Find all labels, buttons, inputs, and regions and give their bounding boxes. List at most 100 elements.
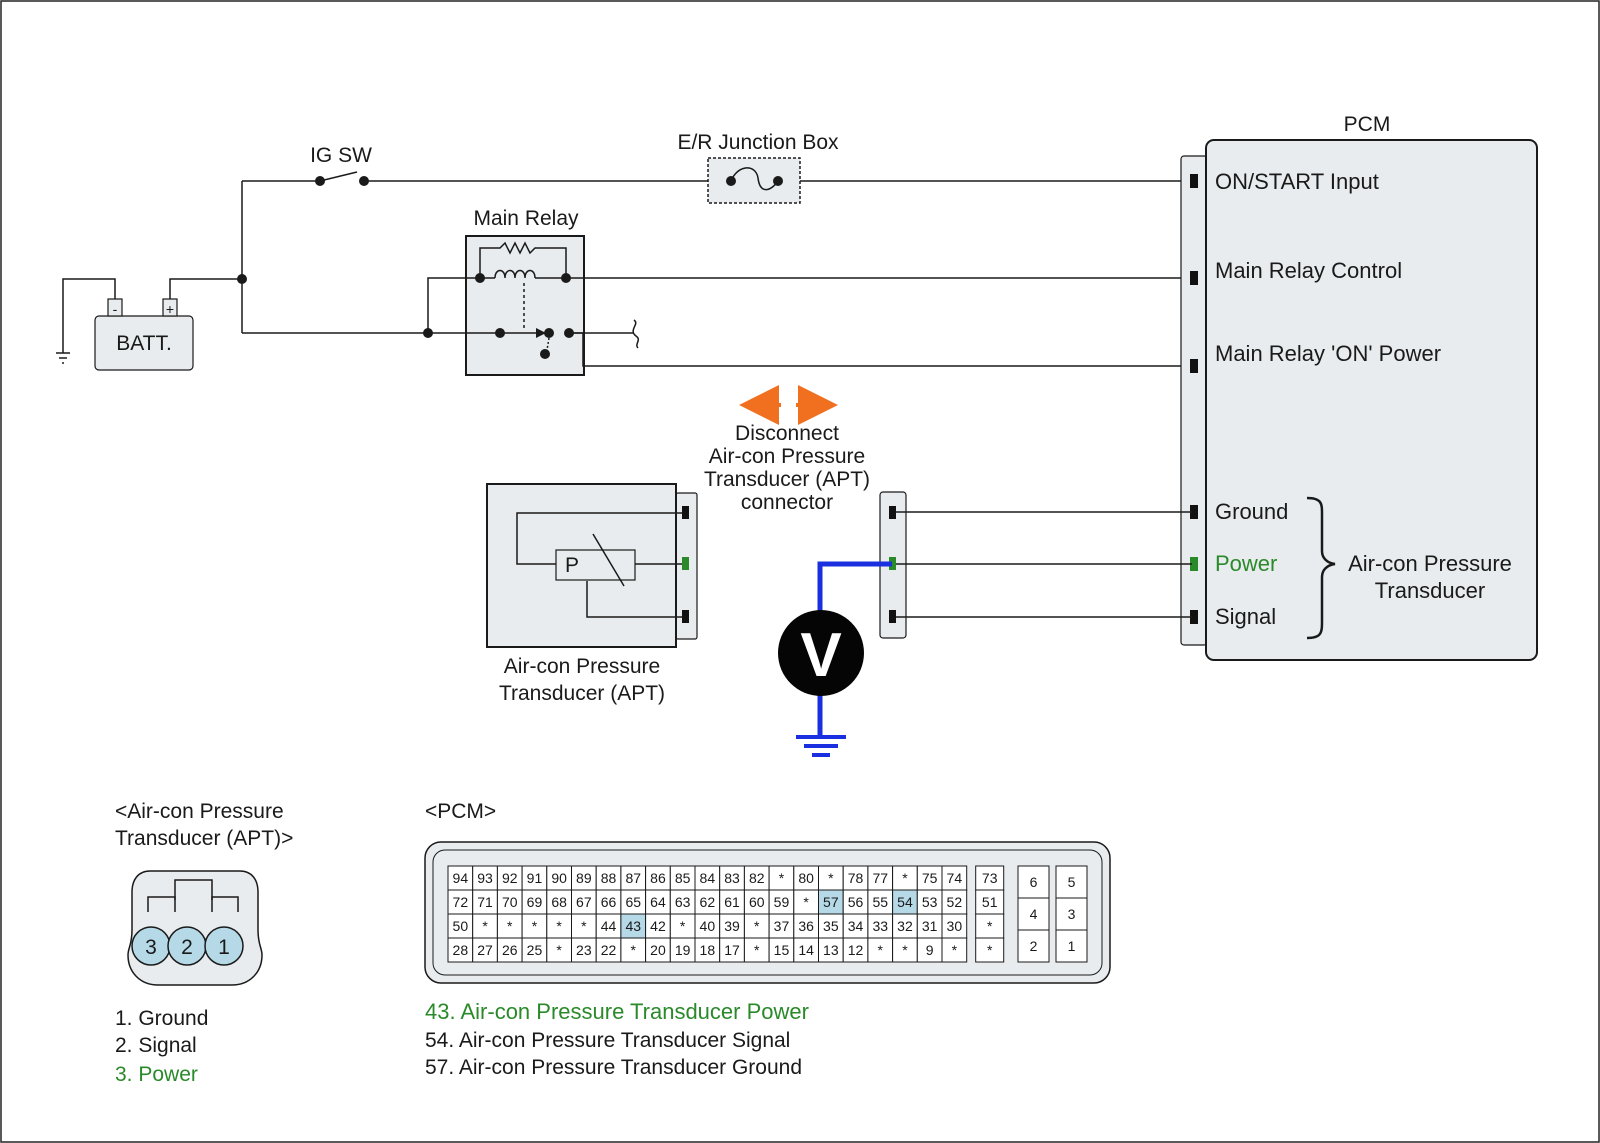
pcm-pin: 72 (453, 894, 469, 910)
junction-box (707, 157, 801, 204)
pcm-pin: 35 (823, 918, 839, 934)
apt-connector-title-line2: Transducer (APT)> (115, 827, 293, 850)
pcm-pin-cell (1017, 865, 1050, 899)
pcm-legend-ground: 57. Air-con Pressure Transducer Ground (425, 1056, 802, 1079)
pcm-pin: 13 (823, 942, 839, 958)
pcm-pin: 31 (922, 918, 938, 934)
disconnect-label-line1: Disconnect (735, 422, 839, 445)
pcm-pin: 93 (477, 870, 493, 886)
pcm-pin-cell (941, 937, 968, 963)
disconnect-label-line2: Air-con Pressure (709, 445, 865, 468)
pcm-pin: * (507, 918, 513, 934)
pcm-pin: 71 (477, 894, 493, 910)
pcm-pin: 55 (872, 894, 888, 910)
pcm-pin: 50 (453, 918, 469, 934)
pcm-pin-cell (793, 913, 819, 939)
pcm-pin: * (556, 942, 562, 958)
pcm-pin: 73 (982, 870, 998, 886)
pcm-pin-cell (595, 889, 622, 915)
pcm-pin: 40 (700, 918, 716, 934)
pcm-pin: 54 (897, 894, 913, 910)
pcm-pin-cell (571, 937, 597, 963)
pcm-pin: 1 (1068, 938, 1076, 954)
pcm-pin-cell (1055, 929, 1088, 963)
pcm-pin-cell (867, 865, 894, 891)
pcm-pin-cell (571, 913, 597, 939)
pcm-legend-signal: 54. Air-con Pressure Transducer Signal (425, 1029, 790, 1052)
pcm-pin-cell (768, 889, 795, 915)
pcm-pin: 28 (453, 942, 469, 958)
pcm-pin: * (581, 918, 587, 934)
pcm-pin: 20 (650, 942, 666, 958)
pcm-pin-cell (1055, 897, 1088, 931)
pcm-pin: 85 (675, 870, 691, 886)
pcm-pin: 36 (798, 918, 814, 934)
pcm-pin: 43 (625, 918, 641, 934)
pcm-pin: 80 (798, 870, 814, 886)
voltmeter-probe-wire (817, 561, 892, 612)
pcm-pin-cell (620, 865, 647, 891)
pcm-pin: 3 (1068, 906, 1076, 922)
pcm-pin: 30 (947, 918, 963, 934)
pcm-pin: 61 (724, 894, 740, 910)
pcm-pin: 4 (1030, 906, 1038, 922)
pcm-pin-cell (975, 937, 1005, 963)
pcm-pin-cell (694, 913, 721, 939)
apt-group-label-line2: Transducer (1375, 578, 1485, 603)
pcm-pin: 69 (527, 894, 543, 910)
pcm-pin: 90 (551, 870, 567, 886)
apt-label-line1: Air-con Pressure (504, 655, 660, 678)
pcm-pin-cell (768, 937, 795, 963)
pcm-pin-cell (719, 913, 745, 939)
disconnect-label-line4: connector (741, 491, 833, 514)
main-relay (465, 235, 585, 376)
pcm-pin: * (754, 918, 760, 934)
pcm-pin: 68 (551, 894, 567, 910)
pcm-pin-cell (521, 937, 548, 963)
pcm-pin-cell (892, 937, 918, 963)
pcm-pin: 62 (700, 894, 716, 910)
pcm-pin: * (828, 870, 834, 886)
pcm-pin-cell (719, 937, 745, 963)
pcm-pin: 75 (922, 870, 938, 886)
apt-sensor-symbol: P (565, 554, 579, 577)
pcm-signal-label: Signal (1215, 604, 1276, 629)
pcm-pin: 33 (872, 918, 888, 934)
pcm-pin: * (878, 942, 884, 958)
pcm-pin-cell (496, 937, 523, 963)
pcm-pin-cell (694, 937, 721, 963)
pcm-legend-power: 43. Air-con Pressure Transducer Power (425, 999, 809, 1024)
pcm-pin: 57 (823, 894, 839, 910)
pcm-pin: * (631, 942, 637, 958)
pcm-main-relay-control-label: Main Relay Control (1215, 258, 1402, 283)
pcm-connector-title: <PCM> (425, 800, 496, 823)
pcm-pin: 25 (527, 942, 543, 958)
pcm-pin-cell (595, 913, 622, 939)
pcm-pin: * (987, 942, 993, 958)
pcm-pin: 42 (650, 918, 666, 934)
pcm-pin-cell (975, 913, 1005, 939)
apt-group-label-line1: Air-con Pressure (1348, 551, 1512, 576)
pcm-pin-cell (1055, 865, 1088, 899)
pcm-pin: 26 (502, 942, 518, 958)
pcm-pin-cell (941, 865, 968, 891)
pcm-pin-cell (842, 865, 869, 891)
pcm-pin-cell (793, 889, 819, 915)
pcm-pin-cell (669, 937, 696, 963)
pcm-pin: 34 (848, 918, 864, 934)
pcm-pin: 32 (897, 918, 913, 934)
pcm-pin: 56 (848, 894, 864, 910)
battery-plus-label: + (166, 301, 174, 317)
junction-box-label: E/R Junction Box (677, 131, 839, 154)
pcm-pin: * (482, 918, 488, 934)
pcm-pin: 17 (724, 942, 740, 958)
pcm-pin: 9 (926, 942, 934, 958)
pcm-pin: 22 (601, 942, 617, 958)
pcm-power-label: Power (1215, 551, 1277, 576)
pcm-pin: 2 (1030, 938, 1038, 954)
pcm-pin-cell (743, 937, 770, 963)
pcm-pin-cell (867, 937, 894, 963)
pcm-box (1205, 139, 1538, 661)
